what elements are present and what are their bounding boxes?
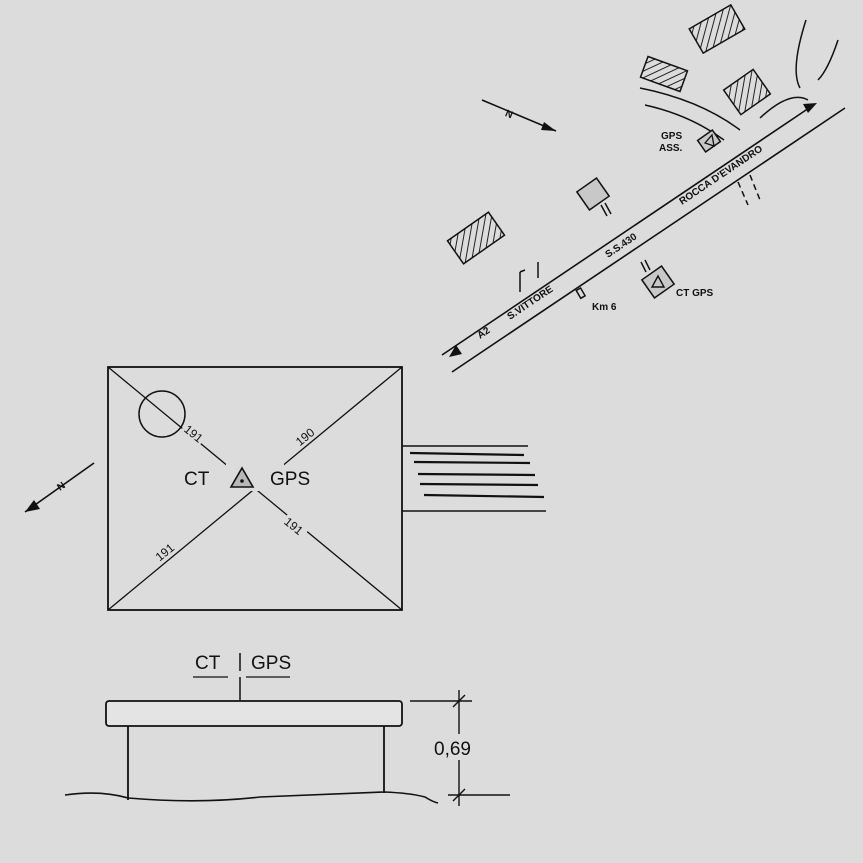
gps-ass-label-line2: ASS. <box>659 143 683 154</box>
map-side-roads <box>519 19 839 292</box>
road-label-ss430: S.S.430 <box>604 231 640 260</box>
pillar-top-slab <box>105 700 403 727</box>
km-marker-icon <box>575 287 587 300</box>
building <box>688 3 746 55</box>
road-label-rocca: ROCCA D'EVANDRO <box>678 143 766 207</box>
road-arrow-left-icon <box>449 345 462 357</box>
building <box>722 68 772 116</box>
map-north-arrow-icon: N <box>481 99 557 132</box>
road-label-a2: A2 <box>476 325 493 342</box>
height-value: 0,69 <box>434 739 471 760</box>
road-arrow-right-icon <box>803 103 817 113</box>
building <box>446 211 506 265</box>
benchmark-triangle-icon <box>229 466 255 488</box>
ground-line <box>64 791 439 804</box>
road-label-s-vittore: S.VITTORE <box>506 284 556 323</box>
circle-marker-icon <box>138 390 186 438</box>
main-road: A2 S.VITTORE S.S.430 ROCCA D'EVANDRO <box>441 103 846 373</box>
map-north-symbol: N <box>503 108 514 121</box>
ct-gps-label: CT GPS <box>676 288 714 299</box>
plan-steps <box>402 445 546 512</box>
km-marker: Km 6 <box>575 287 617 313</box>
ct-gps-marker: CT GPS <box>640 259 714 299</box>
section-gps-label: GPS <box>251 653 291 674</box>
map-station-box <box>575 177 612 217</box>
gps-ass-marker: GPS ASS. <box>659 129 722 154</box>
map-buildings <box>446 3 772 265</box>
plan-ct-label: CT <box>184 469 210 490</box>
section-view: CT GPS 0,69 <box>64 653 510 806</box>
gps-ass-icon <box>696 129 722 153</box>
triangle-icon <box>650 274 666 288</box>
building <box>639 55 689 93</box>
ct-gps-station-icon <box>640 265 676 299</box>
pillar-outline <box>107 366 403 611</box>
km-marker-label: Km 6 <box>592 302 617 313</box>
section-ct-label: CT <box>195 653 221 674</box>
plan-gps-label: GPS <box>270 469 310 490</box>
plan-north-arrow-icon: N <box>24 462 95 513</box>
gps-ass-label-line1: GPS <box>661 131 682 142</box>
location-map: N A2 S.VITTORE <box>441 3 846 373</box>
plan-view: N CT GPS 191 190 191 191 <box>24 366 546 611</box>
